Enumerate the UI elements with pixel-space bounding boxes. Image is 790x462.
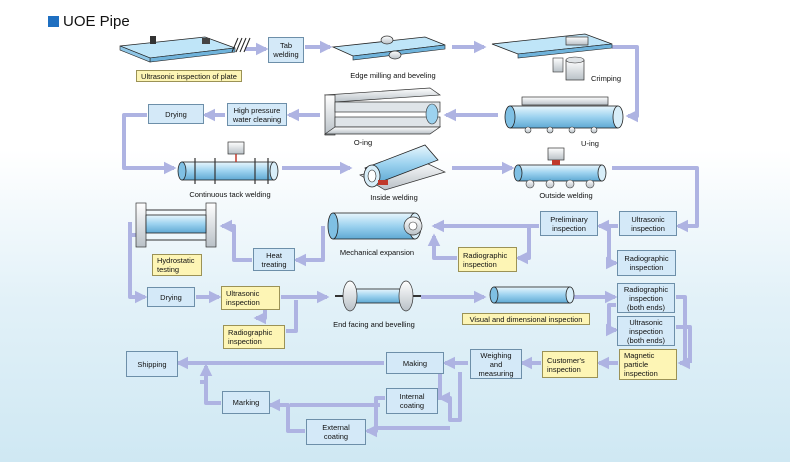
outside-welding-illustration <box>513 147 607 189</box>
step-ultrasonic-inspection-1: Ultrasonic inspection <box>619 211 677 236</box>
diagram-title: UOE Pipe <box>48 12 130 30</box>
edge-milling-illustration <box>331 35 446 61</box>
step-radiographic-inspection-both-ends: Radiographic inspection (both ends) <box>617 283 675 313</box>
step-tab-welding: Tab welding <box>268 37 304 63</box>
title-square-icon <box>48 15 59 27</box>
visual-inspection-pipe-illustration <box>489 286 575 304</box>
label-end-facing-and-bevelling: End facing and bevelling <box>333 320 415 329</box>
step-preliminary-inspection: Preliminary inspection <box>540 211 598 236</box>
label-inside-welding: Inside welding <box>370 193 418 202</box>
step-internal-coating: Internal coating <box>386 388 438 414</box>
step-ultrasonic-inspection-2: Ultrasonic inspection <box>221 286 280 310</box>
o-ing-press-illustration <box>323 87 442 136</box>
step-ultrasonic-inspection-both-ends: Ultrasonic inspection (both ends) <box>617 316 675 346</box>
step-radiographic-inspection-1: Radiographic inspection <box>458 247 517 272</box>
step-external-coating: External coating <box>306 419 366 445</box>
label-u-ing: U-ing <box>581 139 599 148</box>
step-ultrasonic-inspection-of-plate: Ultrasonic inspection of plate <box>136 70 242 82</box>
step-shipping: Shipping <box>126 351 178 377</box>
label-crimping: Crimping <box>590 74 621 83</box>
step-hydrostatic-testing: Hydrostatic testing <box>152 254 202 276</box>
end-facing-illustration <box>335 280 421 312</box>
step-magnetic-particle-inspection: Magnetic particle inspection <box>619 349 677 380</box>
plate-illustration <box>119 36 251 63</box>
u-ing-pipe-illustration <box>504 96 624 134</box>
label-outside-welding: Outside welding <box>539 191 593 200</box>
label-edge-milling: Edge milling and beveling <box>350 71 436 80</box>
step-high-pressure-water-cleaning: High pressure water cleaning <box>227 103 287 126</box>
step-radiographic-inspection-2: Radiographic inspection <box>617 250 676 276</box>
step-drying-1: Drying <box>148 104 204 124</box>
step-making: Making <box>386 352 444 374</box>
mechanical-expansion-illustration <box>327 212 423 240</box>
label-mechanical-expansion: Mechanical expansion <box>339 248 415 257</box>
label-continuous-tack-welding: Continuous tack welding <box>189 190 271 199</box>
step-heat-treating: Heat treating <box>253 248 295 271</box>
step-customers-inspection: Customer's inspection <box>542 351 598 378</box>
step-marking: Marking <box>222 391 270 414</box>
hydrostatic-press-illustration <box>135 202 217 248</box>
step-drying-2: Drying <box>147 287 195 307</box>
step-weighing-and-measuring: Weighing and measuring <box>470 349 522 379</box>
label-o-ing: O-ing <box>353 138 373 147</box>
step-radiographic-inspection-3: Radiographic inspection <box>223 325 285 349</box>
step-visual-and-dimensional-inspection: Visual and dimensional inspection <box>462 313 590 325</box>
crimping-illustration <box>491 33 613 81</box>
flow-arrows <box>122 40 699 438</box>
tack-welding-illustration <box>177 141 279 184</box>
inside-welding-illustration <box>359 144 446 191</box>
title-text: UOE Pipe <box>63 12 130 30</box>
